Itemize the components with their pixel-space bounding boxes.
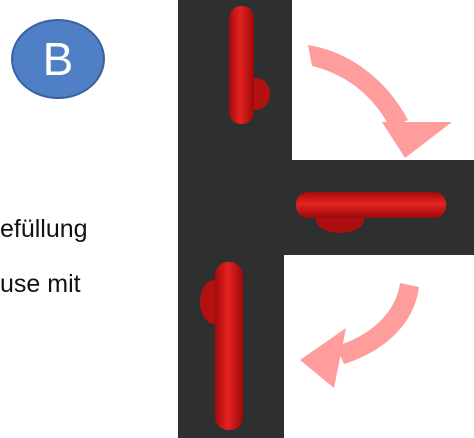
caption-line-2: use mit [0,270,81,298]
clip-vertical-top [229,6,270,124]
clip-vertical-bottom [200,262,243,430]
rotate-clockwise-arrow-top [308,45,452,158]
caption-line-1: efüllung [0,215,88,243]
clip-horizontal [296,192,446,233]
step-letter: B [42,33,74,85]
step-badge: B [11,19,105,99]
rotate-clockwise-arrow-bottom [300,283,419,388]
